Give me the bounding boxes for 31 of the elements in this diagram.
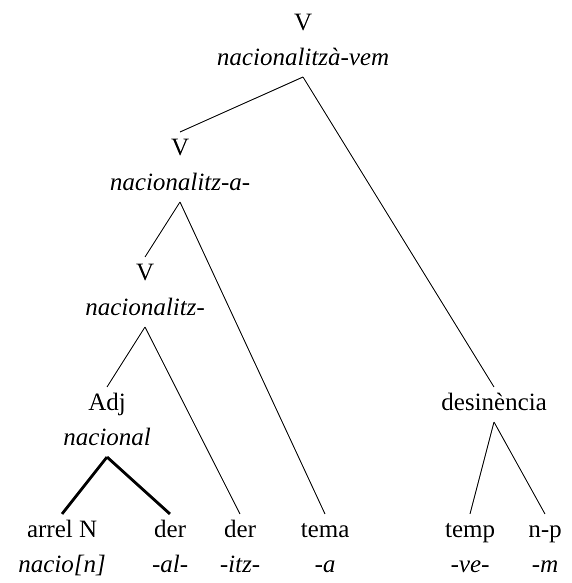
morpheme-form: nacionalitzà-vem [216,43,390,73]
tree-branch [470,422,494,514]
tree-branch [106,326,146,388]
category-label: Adj [88,388,126,418]
tree-branch [494,422,546,514]
category-label: V [170,133,190,163]
category-label: der [154,515,186,545]
category-label: tema [300,515,350,545]
tree-branch [302,76,494,388]
tree-branch [106,456,171,516]
category-label: temp [445,515,495,545]
morpheme-form: nacionalitz-a- [110,168,250,198]
tree-branch [144,202,180,258]
morpheme-form: -ve- [450,550,490,580]
category-label: arrel N [26,515,98,545]
morpheme-form: nacio[n] [18,550,106,580]
morpheme-form: -al- [152,550,188,580]
category-label: der [224,515,256,545]
tree-branch [180,202,326,514]
morpheme-form: -itz- [220,550,260,580]
category-label: desinència [441,388,547,418]
morpheme-form: -m [532,550,558,580]
morpheme-form: nacional [63,423,151,453]
tree-branch [60,456,108,515]
morpheme-form: nacionalitz- [85,293,205,323]
tree-branch [180,76,304,132]
category-label: V [294,8,312,38]
morpheme-form: -a [314,550,336,580]
tree-branch [144,326,240,514]
category-label: V [136,258,154,288]
category-label: n-p [528,515,562,545]
